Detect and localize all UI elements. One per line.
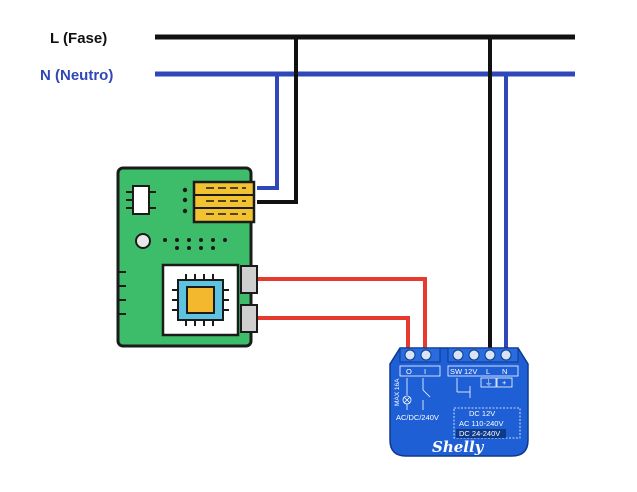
- board-terminal-block: [192, 180, 256, 224]
- board-neutral-wire: [257, 74, 279, 190]
- terminal-sw-label: SW: [450, 367, 463, 376]
- signal-wire-upper: [257, 277, 427, 352]
- board-phase-wire: [257, 37, 298, 204]
- supply-label-left: AC/DC/240V: [396, 413, 439, 422]
- board-output-connector-2: [240, 304, 258, 333]
- spec-ac: AC 110-240V: [459, 419, 503, 428]
- board-output-connector-1: [240, 265, 258, 294]
- svg-text:+: +: [502, 378, 507, 387]
- terminal-l-label: L: [486, 367, 490, 376]
- spec-dc12: DC 12V: [469, 409, 495, 418]
- shelly-module: O I SW 12V L N ⏚ + MAX 16A AC/DC/240V: [389, 347, 529, 457]
- terminal-12v-label: 12V: [464, 367, 477, 376]
- board-capacitor: [135, 233, 151, 249]
- control-board: [116, 166, 258, 348]
- phase-line-label: L (Fase): [50, 30, 107, 47]
- terminal-n-label: N: [502, 367, 507, 376]
- terminal-o-label: O: [406, 367, 412, 376]
- spec-box: DC 12V AC 110-240V DC 24-240V: [453, 407, 521, 439]
- board-cpu: [161, 263, 240, 337]
- svg-text:⏚: ⏚: [485, 378, 493, 387]
- rating-label: MAX 16A: [394, 378, 401, 406]
- terminal-i-label: I: [424, 367, 426, 376]
- relay-symbol: [402, 378, 431, 410]
- neutral-line-label: N (Neutro): [40, 67, 113, 84]
- shelly-brand-logo: Shelly: [432, 438, 485, 456]
- spec-dc24: DC 24-240V: [459, 429, 500, 438]
- signal-wire-lower: [257, 316, 410, 352]
- shelly-terminals: [399, 347, 519, 363]
- board-component: [132, 185, 150, 215]
